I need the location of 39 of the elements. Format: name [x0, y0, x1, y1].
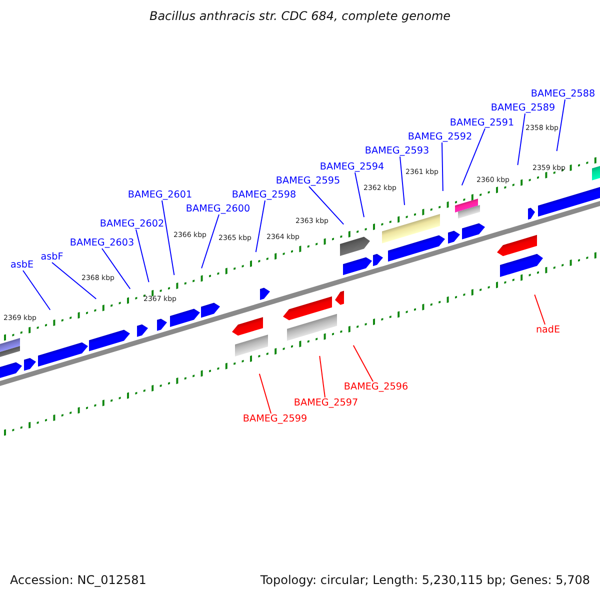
leader-line: [319, 355, 326, 398]
gene-label: nadE: [536, 324, 560, 336]
gene-label: BAMEG_2591: [450, 117, 514, 129]
gene-label: BAMEG_2589: [490, 102, 556, 114]
gene-label: asbE: [10, 259, 34, 271]
leader-line: [136, 229, 150, 283]
leader-line: [400, 156, 406, 206]
leader-line: [308, 186, 344, 225]
gene-label: BAMEG_2597: [294, 397, 358, 409]
gene-label: BAMEG_2602: [100, 218, 164, 230]
title: Bacillus anthracis str. CDC 684, complete genome: [148, 10, 452, 24]
footer-text: Topology: circular; Length: 5,230,115 bp; Genes: 5,708: [260, 574, 590, 588]
gene-label: BAMEG_2599: [242, 413, 308, 425]
gene-label: BAMEG_2603: [70, 237, 134, 249]
leader-line: [258, 373, 272, 414]
leader-line: [162, 200, 175, 276]
leader-line: [442, 142, 444, 192]
leader-line: [354, 172, 364, 218]
leader-line: [255, 200, 266, 253]
gene-label: BAMEG_2592: [408, 131, 472, 143]
gene-label: BAMEG_2588: [530, 88, 596, 100]
gene-label: BAMEG_2598: [232, 189, 296, 201]
gene-label: BAMEG_2600: [186, 203, 250, 215]
leader-line: [352, 344, 374, 382]
leader-line: [534, 294, 546, 325]
leader-line: [52, 262, 97, 300]
footer-text: Accession: NC_012581: [10, 574, 146, 588]
leader-line: [461, 128, 486, 186]
gene-label: BAMEG_2601: [128, 189, 192, 201]
leader-line: [201, 214, 220, 269]
leader-line: [102, 248, 131, 290]
gene-label: BAMEG_2596: [344, 381, 408, 393]
leader-line: [556, 99, 566, 152]
gene-label: BAMEG_2594: [320, 161, 384, 173]
leader-line: [22, 270, 51, 310]
gene-label: asbF: [40, 251, 64, 263]
gene-label: BAMEG_2595: [276, 175, 340, 187]
leader-line: [517, 113, 526, 166]
gene-label: BAMEG_2593: [364, 145, 430, 157]
